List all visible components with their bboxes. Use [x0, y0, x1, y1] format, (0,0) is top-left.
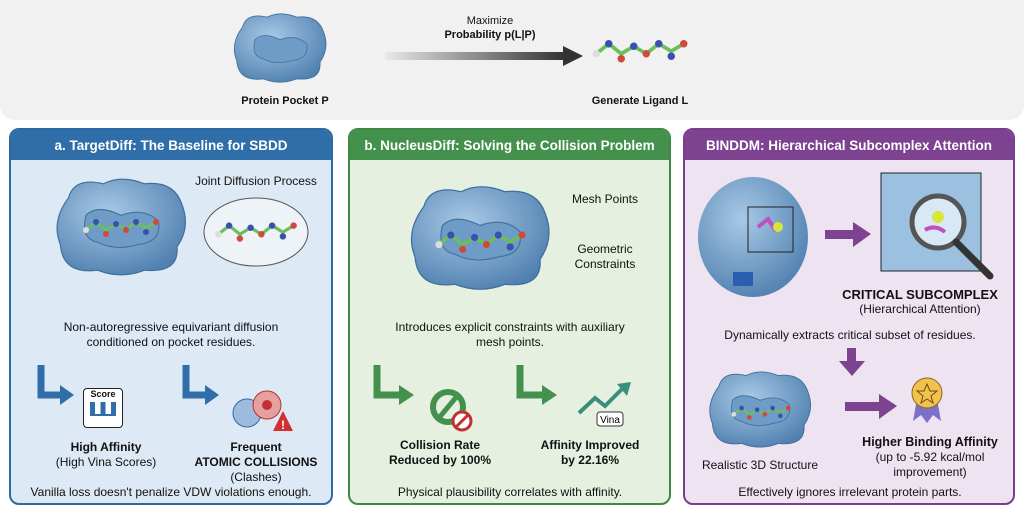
description: Introduces explicit constraints with aux… — [350, 320, 669, 350]
outcome-title: High Affinity — [70, 440, 142, 454]
protein-pocket-image — [56, 178, 187, 276]
objective-line1: Maximize — [466, 15, 514, 27]
outcome-line1: Collision Rate — [399, 438, 480, 452]
outcome-binding-affinity: Higher Binding Affinity(up to -5.92 kcal… — [845, 435, 1013, 480]
svg-text:!: ! — [281, 418, 285, 432]
arrow-icon — [845, 394, 897, 419]
outcome-sub: (High Vina Scores) — [55, 455, 157, 469]
subcomplex-label: CRITICAL SUBCOMPLEX(Hierarchical Attenti… — [825, 287, 1013, 317]
arrow-down-icon — [839, 348, 865, 376]
no-collision-icon — [430, 389, 473, 432]
desc-line1: Non-autoregressive equivariant diffusion — [63, 320, 279, 334]
callout-mesh-points: Mesh Points — [571, 192, 639, 206]
realistic-structure-image — [709, 371, 812, 448]
outcome-line2: ATOMIC COLLISIONS — [194, 455, 318, 469]
desc-line1: Introduces explicit constraints with aux… — [395, 320, 625, 334]
structure-label: Realistic 3D Structure — [701, 458, 819, 472]
score-icon-text: Score — [90, 389, 116, 399]
panel-nucleusdiff: b. NucleusDiff: Solving the Collision Pr… — [348, 128, 671, 505]
subcomplex-title: CRITICAL SUBCOMPLEX — [842, 287, 998, 302]
outcome-line1: Frequent — [230, 440, 282, 454]
diffusion-cloud-image — [203, 197, 309, 267]
zoomed-subcomplex-image — [880, 172, 994, 280]
arrow-icon — [385, 46, 583, 66]
panel-title: b. NucleusDiff: Solving the Collision Pr… — [350, 130, 669, 160]
arrow-icon — [37, 365, 74, 405]
outcome-sub1: (up to -5.92 kcal/mol — [875, 450, 985, 464]
protein-mesh-image — [410, 185, 550, 291]
panel-footer: Vanilla loss doesn't penalize VDW violat… — [30, 485, 312, 499]
outcome-sub: (Clashes) — [230, 470, 282, 484]
award-badge-icon — [911, 377, 943, 423]
panel-title: a. TargetDiff: The Baseline for SBDD — [11, 130, 331, 160]
description: Dynamically extracts critical subset of … — [724, 328, 976, 342]
subcomplex-sub: (Hierarchical Attention) — [859, 302, 981, 316]
description: Non-autoregressive equivariant diffusion… — [11, 320, 331, 350]
outcome-line2: Reduced by 100% — [388, 453, 492, 467]
callout-label: Joint Diffusion Process — [195, 174, 317, 188]
panel-binddm: BINDDM: Hierarchical Subcomplex Attentio… — [683, 128, 1015, 505]
outcome-line1: Affinity Improved — [540, 438, 640, 452]
ligand-molecule-image — [590, 20, 690, 80]
panel-footer: Physical plausibility correlates with af… — [397, 485, 623, 499]
trend-up-icon: Vina — [577, 382, 631, 427]
atomic-collision-icon: ! — [232, 390, 293, 432]
objective-text: Maximize Probability p(L|P) — [400, 14, 580, 42]
ligand-label: Generate Ligand L — [591, 95, 689, 107]
desc-line2: conditioned on pocket residues. — [86, 335, 256, 349]
outcome-sub2: improvement) — [893, 465, 967, 479]
panel-title: BINDDM: Hierarchical Subcomplex Attentio… — [685, 130, 1013, 160]
outcome-line2: by 22.16% — [560, 453, 620, 467]
outcome-title: Higher Binding Affinity — [862, 435, 998, 449]
full-protein-image — [698, 177, 808, 297]
desc-line2: mesh points. — [475, 335, 545, 349]
score-chart-icon: Score — [83, 388, 123, 428]
problem-overview: Protein Pocket P Maximize Probability p(… — [0, 0, 1024, 120]
pocket-label: Protein Pocket P — [241, 95, 329, 107]
outcome-high-affinity: High Affinity(High Vina Scores) — [31, 440, 181, 470]
arrow-icon — [182, 365, 219, 405]
objective-line2: Probability p(L|P) — [444, 29, 536, 41]
panel-targetdiff: a. TargetDiff: The Baseline for SBDD Joi… — [9, 128, 333, 505]
vina-icon-text: Vina — [600, 415, 620, 426]
protein-pocket-image — [233, 13, 327, 83]
panel-footer: Effectively ignores irrelevant protein p… — [738, 485, 962, 499]
callout-line2: Constraints — [574, 257, 636, 271]
callout-line1: Geometric — [577, 242, 633, 256]
arrow-icon — [825, 222, 871, 247]
arrow-icon — [516, 365, 557, 405]
arrow-icon — [373, 365, 414, 405]
